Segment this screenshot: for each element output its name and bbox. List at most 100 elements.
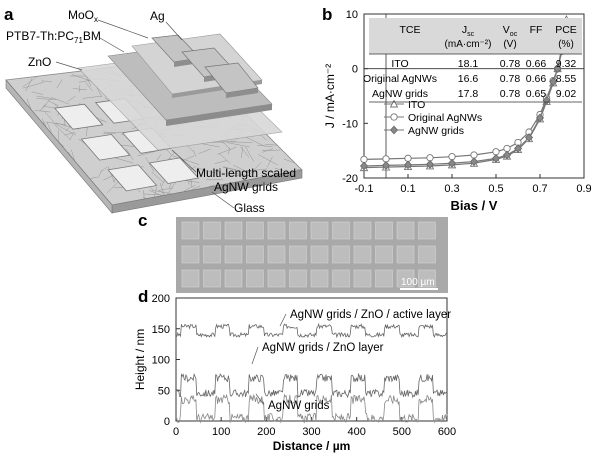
table-cell: 0.66 <box>526 58 547 70</box>
microscope-square <box>203 221 221 240</box>
layer-label-zno: ZnO <box>28 55 83 71</box>
nanowire <box>67 95 76 102</box>
table-cell: 9.02 <box>556 88 577 100</box>
nanowire <box>241 146 243 159</box>
table-cell: ITO <box>391 58 408 70</box>
scale-bar: 100 µm <box>400 277 438 290</box>
microscope-square <box>310 221 329 240</box>
table-header-cell: FF <box>530 24 543 36</box>
nanowire <box>223 167 237 171</box>
layer-label-grids: Multi-length scaled AgNW grids <box>171 149 296 194</box>
nanowire <box>40 80 52 82</box>
jv-x-axis-label: Bias / V <box>451 198 498 213</box>
microscope-square <box>332 269 350 288</box>
nanowire <box>43 110 54 123</box>
annotation-leader <box>251 346 259 365</box>
microscope-square <box>310 269 329 288</box>
table-header-unit: (%) <box>558 39 574 50</box>
panel-label-b: b <box>322 5 332 24</box>
height-x-tick-label: 500 <box>393 426 411 438</box>
legend-label: AgNW grids <box>408 125 464 137</box>
nanowire <box>39 99 50 112</box>
table-cell: 0.78 <box>500 73 521 85</box>
annotation-leader <box>279 313 287 327</box>
nanowire <box>56 79 63 89</box>
table-cell: Original AgNWs <box>363 73 437 85</box>
microscope-square <box>203 245 221 264</box>
panel-a: a <box>4 5 303 215</box>
nanowire <box>67 151 75 161</box>
legend-label: ITO <box>408 99 425 111</box>
microscope-square <box>353 269 372 288</box>
nanowire <box>191 185 201 190</box>
microscope-square <box>267 269 286 288</box>
layer-label-glass: Glass <box>211 191 265 215</box>
nanowire <box>69 133 74 140</box>
height-x-tick-label: 400 <box>347 426 365 438</box>
height-x-tick-label: 100 <box>212 426 230 438</box>
jv-point-agnw-grids <box>389 125 399 135</box>
jv-x-tick-label: 0.1 <box>400 183 415 195</box>
jv-point-original-agnws <box>390 113 398 121</box>
layer-label-active: PTB7-Th:PC71BM <box>6 29 125 53</box>
nanowire <box>206 184 215 188</box>
table-header-band <box>369 18 582 54</box>
grid-square <box>80 134 131 161</box>
table-cell: 0.66 <box>526 73 547 85</box>
nanowire <box>283 158 295 164</box>
table-cell: 8.55 <box>556 73 577 85</box>
nanowire <box>98 169 103 178</box>
svg-text:Ag: Ag <box>150 9 165 23</box>
microscope-square <box>267 245 286 264</box>
jv-point-agnw-grids <box>403 160 413 170</box>
nanowire <box>210 141 236 143</box>
nanowire <box>244 136 265 147</box>
nanowire <box>172 155 200 165</box>
microscope-square <box>289 269 307 288</box>
microscope-square <box>396 245 415 264</box>
nanowire <box>218 153 231 164</box>
table-header-unit: (mA·cm⁻²) <box>445 39 492 50</box>
microscope-square <box>267 221 286 240</box>
annotation-leader <box>255 393 265 406</box>
jv-x-tick-label: 0.7 <box>532 183 547 195</box>
panel-label-c: c <box>138 211 147 230</box>
table-header-cell: PCE <box>555 24 577 36</box>
nanowire <box>54 124 72 141</box>
height-x-tick-label: 200 <box>257 426 275 438</box>
panel-label-d: d <box>138 287 148 306</box>
height-y-tick-label: 100 <box>152 355 170 367</box>
nanowire <box>217 146 237 155</box>
jv-point-agnw-grids <box>535 113 545 123</box>
jv-point-agnw-grids <box>502 150 512 160</box>
nanowire <box>257 154 278 166</box>
nanowire <box>22 76 38 88</box>
nanowire <box>45 121 66 126</box>
nanowire <box>107 166 115 183</box>
nanowire <box>229 141 253 143</box>
jv-point-agnw-grids <box>524 133 534 142</box>
height-y-tick-label: 50 <box>158 385 170 397</box>
microscope-square <box>181 269 200 288</box>
microscope-square <box>224 269 243 288</box>
microscope-square <box>289 221 307 240</box>
nanowire <box>151 171 164 183</box>
svg-text:PTB7-Th:PC71BM: PTB7-Th:PC71BM <box>6 29 101 45</box>
grid-square <box>54 103 104 130</box>
nanowire <box>243 168 268 172</box>
nanowire <box>142 197 147 199</box>
table-header-subscript: sc <box>467 31 475 38</box>
microscope-square <box>203 269 221 288</box>
nanowire <box>265 144 278 146</box>
nanowire <box>107 181 119 194</box>
jv-y-axis-label: J / mA·cm⁻² <box>323 64 337 128</box>
height-x-tick-label: 300 <box>302 426 320 438</box>
table-cell: 0.78 <box>500 88 521 100</box>
table-cell: 17.8 <box>458 88 479 100</box>
nanowire <box>261 149 281 151</box>
grid-square <box>107 164 158 192</box>
nanowire <box>156 154 162 161</box>
